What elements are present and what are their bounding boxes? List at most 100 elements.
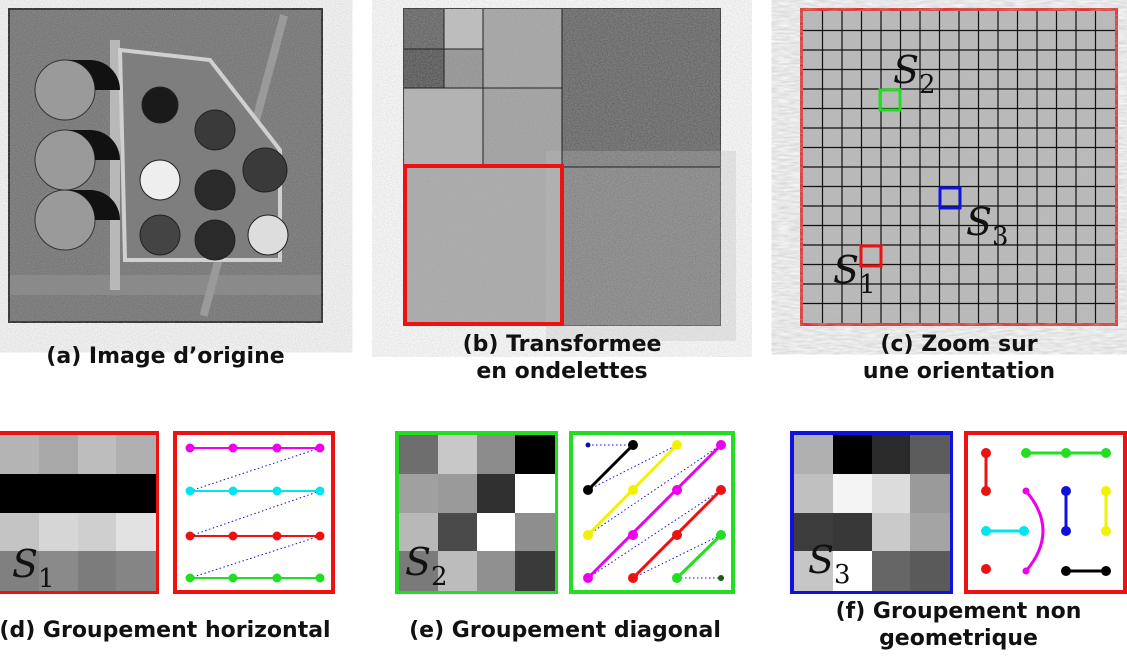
non-geometric-grouping-lines <box>981 448 1111 576</box>
block-s1-pixel <box>0 435 40 475</box>
block-label-s3: S3 <box>808 538 851 590</box>
block-s2-pixel <box>476 551 516 591</box>
block-s2-pixel <box>476 435 516 475</box>
block-s3-pixel <box>871 473 911 513</box>
caption-non-geometric-line2: geometrique <box>879 626 1038 651</box>
caption-non-geometric-line1: (f) Groupement non <box>835 599 1082 624</box>
block-s1-pixel <box>77 473 117 513</box>
group-blue <box>1061 486 1071 536</box>
block-s3-pixel <box>832 551 872 591</box>
wavelet-transform-panel <box>403 8 721 326</box>
block-s2-pixel <box>476 473 516 513</box>
zoom-label-s1: S1 <box>833 248 876 300</box>
row-red <box>185 531 325 541</box>
diag-yellow <box>583 440 682 540</box>
s2-highlight-box <box>878 88 902 112</box>
block-s3-pixel <box>794 551 834 591</box>
block-s1-pixel <box>77 551 117 591</box>
row-magenta <box>185 443 325 453</box>
diag-magenta <box>583 440 726 583</box>
diag-navy <box>585 442 591 448</box>
block-s3-pixel <box>871 512 911 552</box>
block-s3-pixel <box>794 435 834 475</box>
zoom-label-s3: S3 <box>966 200 1009 252</box>
selected-subband-highlight <box>403 164 564 326</box>
row-green <box>185 573 325 583</box>
horizontal-grouping-diagram <box>173 431 335 594</box>
block-s2-pixel <box>437 473 477 513</box>
block-s1-pixel <box>38 473 78 513</box>
block-s2-pixel <box>476 512 516 552</box>
caption-diagonal-grouping: (e) Groupement diagonal <box>409 618 721 643</box>
diag-green <box>672 530 726 583</box>
caption-horizontal-grouping: (d) Groupement horizontal <box>0 618 331 643</box>
block-s1-pixel <box>0 551 40 591</box>
wavelet-subbands <box>403 9 720 326</box>
block-s2-pixel <box>515 551 555 591</box>
block-s3-pixel <box>832 512 872 552</box>
block-s2-pixel <box>437 551 477 591</box>
zoom-orientation-panel: S2 S3 S1 <box>800 8 1118 326</box>
block-s2-pixel <box>515 435 555 475</box>
group-green <box>1021 448 1111 458</box>
row-cyan <box>185 486 325 496</box>
s1-highlight-box <box>859 244 883 268</box>
block-s1-pixel <box>116 435 156 475</box>
caption-wavelet-line2: en ondelettes <box>476 359 648 384</box>
block-s3-pixel <box>871 435 911 475</box>
block-label-s1: S1 <box>12 542 55 594</box>
block-s1-pixel <box>77 435 117 475</box>
group-red <box>981 448 991 574</box>
block-s2-pixel <box>399 473 439 513</box>
block-s2-pixel <box>437 435 477 475</box>
block-s1-pixel <box>116 551 156 591</box>
block-s1-pixel <box>0 473 40 513</box>
caption-wavelet-line1: (b) Transformee <box>462 332 662 357</box>
block-s2-pixel <box>437 512 477 552</box>
diagonal-grouping-diagram <box>569 431 735 594</box>
block-s1-pixel <box>116 512 156 552</box>
block-s2-pixel <box>399 435 439 475</box>
block-s3-pixel <box>910 551 950 591</box>
block-s1-pixel <box>0 512 40 552</box>
s3-highlight-box <box>938 186 962 210</box>
block-label-s2: S2 <box>405 540 448 592</box>
block-s1-pixel <box>116 473 156 513</box>
caption-zoom-line2: une orientation <box>862 359 1056 384</box>
group-magenta <box>1024 490 1045 572</box>
zoom-grid <box>803 11 1115 323</box>
zoom-label-s2: S2 <box>893 48 936 100</box>
diag-red <box>628 485 726 583</box>
block-s1-pixel <box>38 435 78 475</box>
block-s2-pixel <box>515 473 555 513</box>
group-cyan <box>981 526 1029 536</box>
diag-black <box>583 440 638 495</box>
non-geometric-grouping-diagram <box>964 431 1127 594</box>
original-image-panel <box>8 8 323 323</box>
block-s1-pixel <box>38 551 78 591</box>
block-s2-pixel <box>515 512 555 552</box>
caption-original-image: (a) Image d’origine <box>46 344 285 369</box>
block-s3-pixel <box>910 435 950 475</box>
block-s3-pixel <box>794 512 834 552</box>
block-s2: S2 <box>395 431 558 594</box>
original-aerial-image <box>10 10 321 321</box>
block-s1-pixel <box>38 512 78 552</box>
block-s3-pixel <box>910 512 950 552</box>
block-s3-pixel <box>871 551 911 591</box>
group-yellow <box>1101 486 1111 536</box>
block-s1: S1 <box>0 431 159 594</box>
block-s2-pixel <box>399 512 439 552</box>
caption-zoom-line1: (c) Zoom sur <box>880 332 1038 357</box>
diag-darkgreen <box>718 575 724 581</box>
block-s3-pixel <box>832 435 872 475</box>
block-s3-pixel <box>794 473 834 513</box>
block-s1-pixel <box>77 512 117 552</box>
group-black <box>1061 566 1111 576</box>
block-s2-pixel <box>399 551 439 591</box>
horizontal-grouping-lines <box>185 443 325 583</box>
block-s3-pixel <box>910 473 950 513</box>
diagonal-grouping-lines <box>583 440 726 583</box>
block-s3: S3 <box>790 431 953 594</box>
block-s3-pixel <box>832 473 872 513</box>
